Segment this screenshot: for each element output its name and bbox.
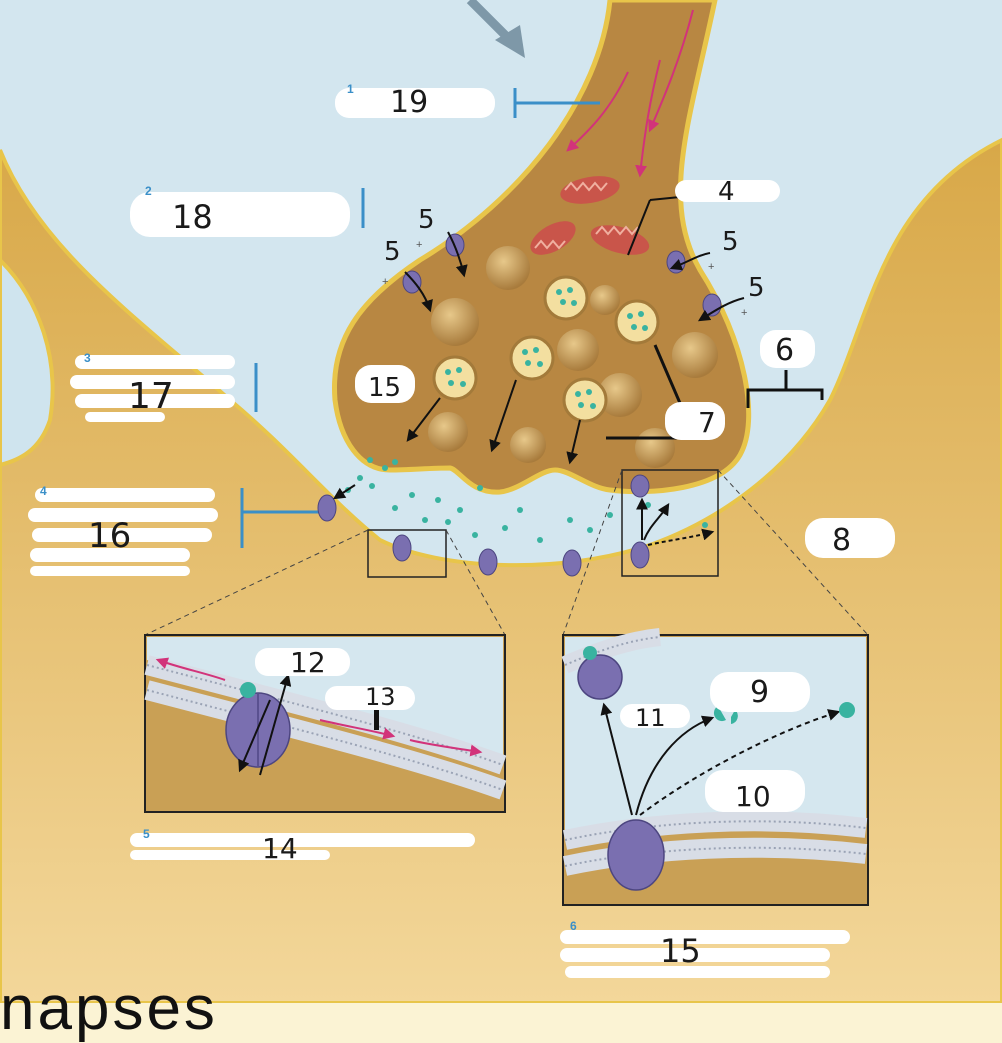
- vesicle: [543, 275, 589, 321]
- pathway-arrow: [635, 715, 715, 816]
- label-11: 11: [635, 704, 666, 732]
- exocytosis-arrow: [566, 419, 581, 465]
- label-15-bottom: 15: [660, 932, 701, 970]
- neurotransmitter-molecule: [583, 646, 597, 660]
- blue-number-5: 5: [143, 827, 150, 841]
- ion-flow-arrow: [238, 699, 271, 773]
- blue-number-1: 1: [347, 82, 354, 96]
- mitochondrion: [560, 176, 620, 204]
- calcium-influx-arrows: [404, 231, 745, 322]
- pathway-arrow: [639, 709, 841, 816]
- label-5: 5: [384, 237, 401, 267]
- vesicle: [509, 335, 555, 381]
- inset-panel-right: [561, 628, 869, 906]
- vesicle: [562, 377, 608, 423]
- vesicle: [614, 299, 660, 345]
- mitochondrion: [590, 225, 650, 255]
- ion-flow-arrow: [259, 673, 292, 776]
- vesicle: [432, 355, 478, 401]
- action-potential-arrow: [648, 9, 694, 133]
- pathway-arrow: [600, 702, 633, 816]
- dendrite-lobe-left: [0, 257, 55, 468]
- plus-sign: +: [708, 261, 714, 273]
- label-8: 8: [832, 523, 851, 558]
- zoom-box-left: [367, 529, 447, 578]
- diffusion-arrow: [647, 528, 715, 546]
- label-7: 7: [698, 406, 716, 439]
- label-18: 18: [172, 198, 213, 236]
- label-5: 5: [418, 205, 435, 235]
- label-19: 19: [390, 85, 428, 120]
- plus-sign: +: [382, 276, 388, 288]
- exocytosis-arrow: [406, 397, 441, 442]
- plus-sign: +: [416, 239, 422, 251]
- label-17: 17: [128, 376, 174, 417]
- magenta-current-arrow: [155, 657, 226, 681]
- transporter: [577, 654, 623, 700]
- receptor-arrow: [643, 502, 670, 541]
- label-13: 13: [365, 683, 396, 711]
- magenta-current-arrow: [409, 739, 483, 757]
- label-4: 4: [718, 177, 735, 207]
- mitochondrion: [530, 221, 576, 255]
- plus-sign: +: [741, 307, 747, 319]
- signal-direction-arrow-head: [495, 25, 525, 58]
- receptor: [607, 819, 665, 891]
- empty-vesicles: [428, 246, 718, 468]
- label-10: 10: [735, 780, 771, 813]
- label-14: 14: [262, 832, 298, 865]
- partial-heading-text: napses: [0, 974, 218, 1043]
- indicator-4: [240, 488, 322, 548]
- zoom-line: [445, 529, 506, 636]
- blue-number-2: 2: [145, 184, 152, 198]
- postsynaptic-receptors: [317, 474, 650, 577]
- neurotransmitter-molecule: [839, 702, 855, 718]
- degraded-neurotransmitter: [731, 710, 738, 724]
- degraded-neurotransmitter: [713, 706, 726, 722]
- label-patches: [28, 88, 895, 978]
- zoom-box-right: [621, 469, 719, 577]
- blue-number-4: 4: [40, 484, 47, 498]
- label-5: 5: [722, 227, 739, 257]
- leader-line-4: [627, 199, 651, 256]
- label-6: 6: [775, 333, 794, 368]
- indicator-1: [513, 88, 600, 118]
- action-potential-arrow: [566, 71, 629, 152]
- magenta-current-arrow: [319, 719, 396, 740]
- marker-13: [374, 710, 379, 730]
- label-15: 15: [368, 373, 401, 403]
- label-5: 5: [748, 273, 765, 303]
- neurotransmitter-molecule: [240, 682, 256, 698]
- action-potential-arrow: [635, 59, 661, 178]
- bracket-6: [746, 370, 824, 408]
- label-9: 9: [750, 675, 769, 710]
- signal-direction-arrow: [466, 0, 514, 44]
- exocytosis-arrow: [489, 379, 517, 453]
- blue-number-3: 3: [84, 351, 91, 365]
- blue-number-6: 6: [570, 919, 577, 933]
- synapse-diagram: 1 2 3 4 5 6 + + + + 19 18 17 16 14 15 4 …: [0, 0, 1002, 1003]
- zoom-line: [717, 469, 869, 636]
- reuptake-arrow: [332, 484, 356, 500]
- label-16: 16: [88, 516, 131, 556]
- zoom-line: [562, 469, 623, 636]
- label-12: 12: [290, 646, 326, 679]
